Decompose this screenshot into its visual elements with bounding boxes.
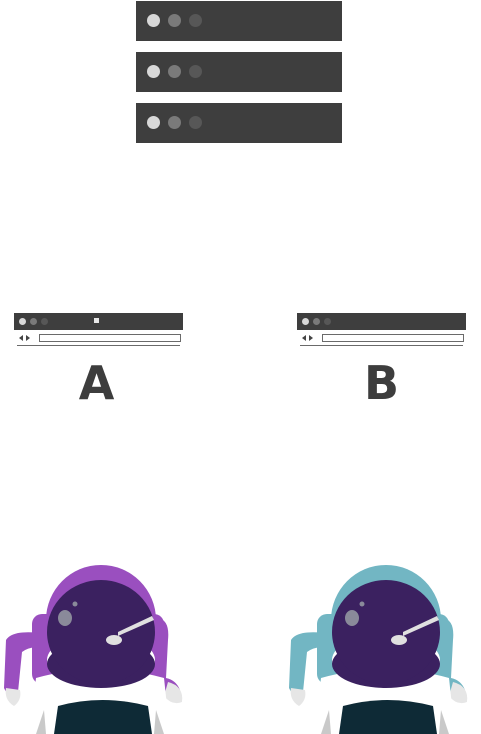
square-icon	[94, 318, 99, 323]
dot-icon	[313, 318, 320, 325]
astronaut-icon	[4, 565, 183, 734]
url-bar	[322, 334, 464, 342]
dot-icon	[302, 318, 309, 325]
dot-icon	[189, 65, 202, 78]
back-arrow-icon	[302, 335, 306, 341]
dot-icon	[168, 116, 181, 129]
dot-icon	[189, 14, 202, 27]
variant-label-a: A	[78, 356, 115, 410]
dot-icon	[168, 65, 181, 78]
dot-icon	[147, 116, 160, 129]
dot-icon	[324, 318, 331, 325]
dot-icon	[147, 65, 160, 78]
browser-titlebar	[14, 313, 183, 330]
stack-bar-3	[136, 103, 342, 143]
dot-icon	[189, 116, 202, 129]
dot-icon	[41, 318, 48, 325]
variant-label-b: B	[363, 356, 400, 410]
divider	[300, 345, 463, 346]
astronaut-icon	[289, 565, 468, 734]
browser-window-a	[14, 313, 183, 349]
forward-arrow-icon	[309, 335, 313, 341]
stack-bar-2	[136, 52, 342, 92]
url-bar	[39, 334, 181, 342]
dot-icon	[30, 318, 37, 325]
divider	[17, 345, 180, 346]
dot-icon	[147, 14, 160, 27]
stack-bar-1	[136, 1, 342, 41]
forward-arrow-icon	[26, 335, 30, 341]
dot-icon	[19, 318, 26, 325]
browser-titlebar	[297, 313, 466, 330]
browser-window-b	[297, 313, 466, 349]
back-arrow-icon	[19, 335, 23, 341]
dot-icon	[168, 14, 181, 27]
